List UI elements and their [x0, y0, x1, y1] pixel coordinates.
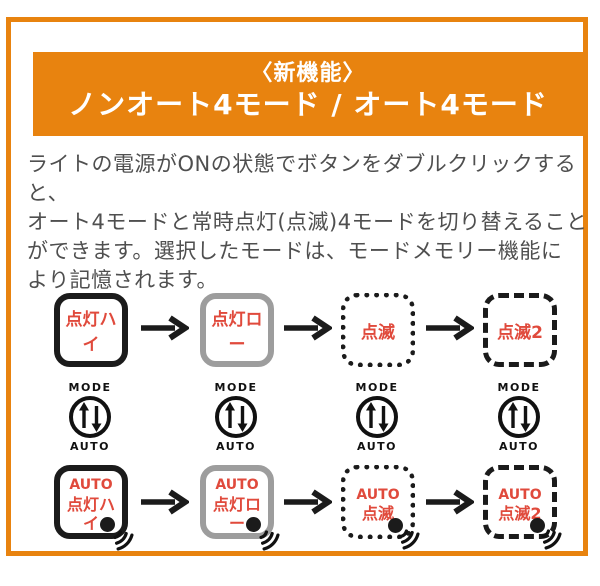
- box-light-high-label: 点灯ハイ: [65, 310, 117, 355]
- mode-label: MODE: [497, 381, 541, 394]
- flow-arrow-icon: [284, 315, 332, 341]
- auto-label: AUTO: [70, 440, 110, 453]
- sensor-dot-icon: [530, 518, 545, 533]
- signal-waves-icon: [541, 529, 562, 550]
- box-flash2: 点滅2: [483, 293, 557, 367]
- sensor-dot-icon: [100, 517, 115, 532]
- box-light-low-label: 点灯ロー: [211, 310, 263, 355]
- up-down-arrows-icon: [356, 396, 398, 438]
- box-auto-flash-label2: 点滅: [361, 504, 394, 524]
- mode-auto-toggle-icon: MODE AUTO: [489, 382, 549, 452]
- flow-arrow-icon: [141, 315, 189, 341]
- description-line: ができます。選択したモードは、モードメモリー機能に: [27, 239, 563, 263]
- content-frame: 〈新機能〉 ノンオート4モード / オート4モード ライトの電源がONの状態でボ…: [6, 17, 588, 556]
- flow-arrow-icon: [284, 489, 332, 515]
- box-light-low: 点灯ロー: [200, 293, 274, 367]
- description-line: オート4モードと常時点灯(点滅)4モードを切り替えること: [27, 210, 588, 234]
- box-auto-light-high: AUTO 点灯ハイ: [54, 465, 134, 551]
- box-auto-light-high-label2: 点灯ハイ: [66, 494, 115, 533]
- header-subtitle: 〈新機能〉: [250, 61, 366, 86]
- box-auto-flash: AUTO 点滅: [341, 465, 420, 550]
- mode-auto-toggle-icon: MODE AUTO: [60, 382, 120, 452]
- signal-waves-icon: [113, 530, 134, 551]
- sensor-dot-icon: [246, 517, 261, 532]
- mode-label: MODE: [214, 381, 258, 394]
- up-down-arrows-icon: [215, 396, 257, 438]
- mode-label: MODE: [68, 381, 112, 394]
- box-flash2-label: 点滅2: [497, 322, 543, 343]
- mode-auto-toggle-icon: MODE AUTO: [206, 382, 266, 452]
- box-flash-label: 点滅: [361, 322, 395, 343]
- box-auto-light-high-label1: AUTO: [69, 477, 113, 494]
- auto-label: AUTO: [216, 440, 256, 453]
- flow-arrow-icon: [426, 489, 474, 515]
- box-auto-light-low-label2: 点灯ロー: [212, 494, 261, 533]
- box-auto-light-low-label1: AUTO: [215, 477, 259, 494]
- box-auto-flash-label1: AUTO: [356, 486, 400, 503]
- box-auto-flash2: AUTO 点滅2: [483, 465, 562, 550]
- header-banner: 〈新機能〉 ノンオート4モード / オート4モード: [33, 52, 583, 136]
- box-auto-flash2-label1: AUTO: [498, 486, 542, 503]
- signal-waves-icon: [399, 529, 420, 550]
- box-flash: 点滅: [341, 293, 415, 367]
- auto-label: AUTO: [357, 440, 397, 453]
- description-line: より記憶されます。: [27, 268, 218, 292]
- box-auto-flash2-label2: 点滅2: [498, 504, 542, 524]
- box-light-high: 点灯ハイ: [54, 293, 128, 367]
- auto-label: AUTO: [499, 440, 539, 453]
- box-auto-light-low: AUTO 点灯ロー: [200, 465, 280, 551]
- flow-arrow-icon: [141, 489, 189, 515]
- sensor-dot-icon: [388, 518, 403, 533]
- description: ライトの電源がONの状態でボタンをダブルクリックすると、 オート4モードと常時点…: [27, 150, 599, 295]
- signal-waves-icon: [259, 530, 280, 551]
- description-line: ライトの電源がONの状態でボタンをダブルクリックすると、: [27, 152, 577, 205]
- header-title: ノンオート4モード / オート4モード: [68, 88, 548, 122]
- up-down-arrows-icon: [69, 396, 111, 438]
- mode-auto-toggle-icon: MODE AUTO: [347, 382, 407, 452]
- mode-label: MODE: [355, 381, 399, 394]
- up-down-arrows-icon: [498, 396, 540, 438]
- flow-arrow-icon: [426, 315, 474, 341]
